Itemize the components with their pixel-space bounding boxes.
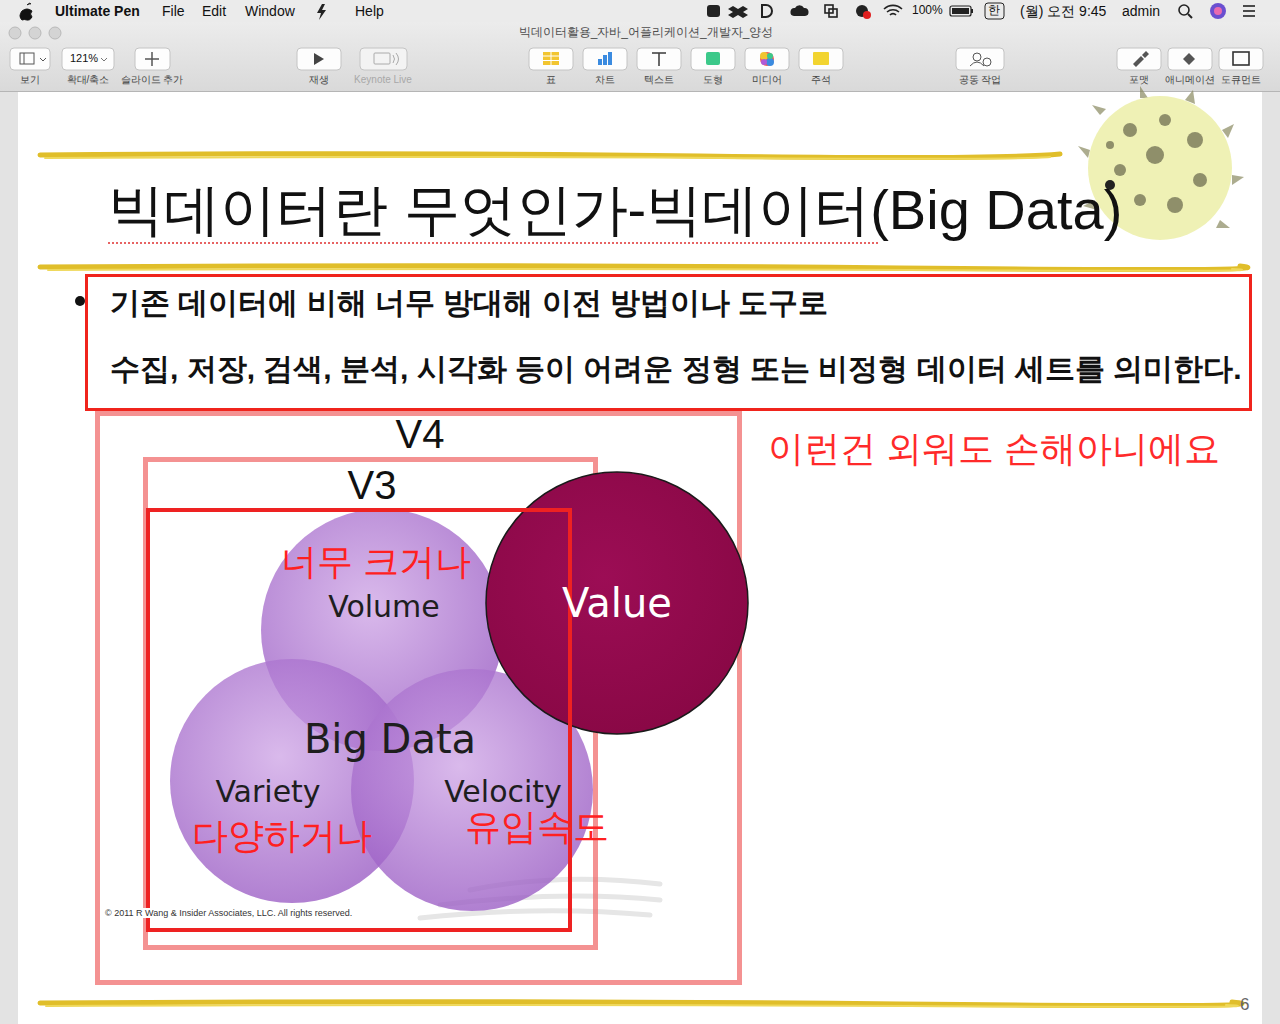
definition-box: 기존 데이터에 비해 너무 방대해 이전 방법이나 도구로수집, 저장, 검색,… bbox=[85, 274, 1252, 411]
toolbar-label: 미디어 bbox=[752, 74, 782, 86]
bullet-dot bbox=[75, 296, 85, 306]
toolbar-label: 도형 bbox=[703, 74, 723, 86]
circle-label: Velocity bbox=[444, 775, 562, 810]
toolbar-label-disabled: Keynote Live bbox=[354, 74, 412, 86]
toolbar-label: 확대/축소 bbox=[67, 74, 110, 86]
zoom-value: 121% bbox=[70, 52, 98, 65]
circle-label: Value bbox=[562, 580, 672, 626]
value-disc bbox=[486, 472, 748, 734]
v4-frame: V4V3 너무 크거나 VolumeVariety 다양하거나 Velocity유입속도… bbox=[95, 411, 742, 985]
toolbar bbox=[0, 22, 1280, 92]
battery-percent: 100% bbox=[912, 4, 943, 18]
toolbar-label: 공동 작업 bbox=[959, 74, 1002, 86]
annotation-text: 유입속도 bbox=[465, 806, 609, 847]
title-spellcheck-underline bbox=[108, 243, 880, 244]
slide-canvas bbox=[0, 92, 1280, 1024]
circle-label: Variety bbox=[215, 775, 320, 810]
toolbar-label: 차트 bbox=[595, 74, 615, 86]
menu-bar bbox=[0, 0, 1280, 22]
slide-title: 빅데이터란 무엇인가-빅데이터(Big Data) bbox=[108, 178, 1122, 242]
value-circle: Value bbox=[485, 471, 749, 735]
annotation-text: 다양하거나 bbox=[192, 815, 372, 856]
venn-center-label: Big Data bbox=[304, 716, 476, 762]
input-source: 한 bbox=[988, 4, 1000, 18]
toolbar-label: 포맷 bbox=[1129, 74, 1149, 86]
annotation-text: 너무 크거나 bbox=[281, 541, 471, 582]
toolbar-label: 재생 bbox=[309, 74, 329, 86]
handwritten-note: 이런건 외워도 손해아니에요 bbox=[768, 428, 1220, 469]
app-menu: Ultimate Pen bbox=[55, 3, 140, 19]
menu-clock: (월) 오전 9:45 bbox=[1020, 3, 1106, 19]
menu-item: File bbox=[162, 3, 185, 19]
toolbar-label: 슬라이드 추가 bbox=[121, 74, 184, 86]
window-title: 빅데이터활용_자바_어플리케이션_개발자_양성 bbox=[519, 26, 774, 40]
toolbar-label: 주석 bbox=[811, 74, 831, 86]
user-name: admin bbox=[1122, 3, 1160, 19]
brush-rule bbox=[40, 154, 1248, 1007]
circle-label: Volume bbox=[328, 590, 440, 625]
toolbar-label: 표 bbox=[546, 74, 556, 86]
toolbar-label: 텍스트 bbox=[644, 74, 674, 86]
definition-text: 기존 데이터에 비해 너무 방대해 이전 방법이나 도구로 bbox=[110, 286, 828, 321]
copyright-notice: © 2011 R Wang & Insider Associates, LLC.… bbox=[103, 908, 354, 918]
menu-item: Help bbox=[355, 3, 384, 19]
toolbar-label: 도큐먼트 bbox=[1221, 74, 1261, 86]
toolbar-label: 애니메이션 bbox=[1165, 74, 1215, 86]
v3-highlight-box bbox=[148, 510, 570, 930]
definition-text: 수집, 저장, 검색, 분석, 시각화 등이 어려운 정형 또는 비정형 데이터… bbox=[110, 352, 1242, 387]
toolbar-label: 보기 bbox=[20, 74, 40, 86]
menu-item: Edit bbox=[202, 3, 226, 19]
frame-heading: V3 bbox=[348, 465, 397, 505]
frame-heading: V4 bbox=[396, 414, 445, 454]
page-number: 6 bbox=[1240, 995, 1249, 1015]
menu-item: Window bbox=[245, 3, 295, 19]
